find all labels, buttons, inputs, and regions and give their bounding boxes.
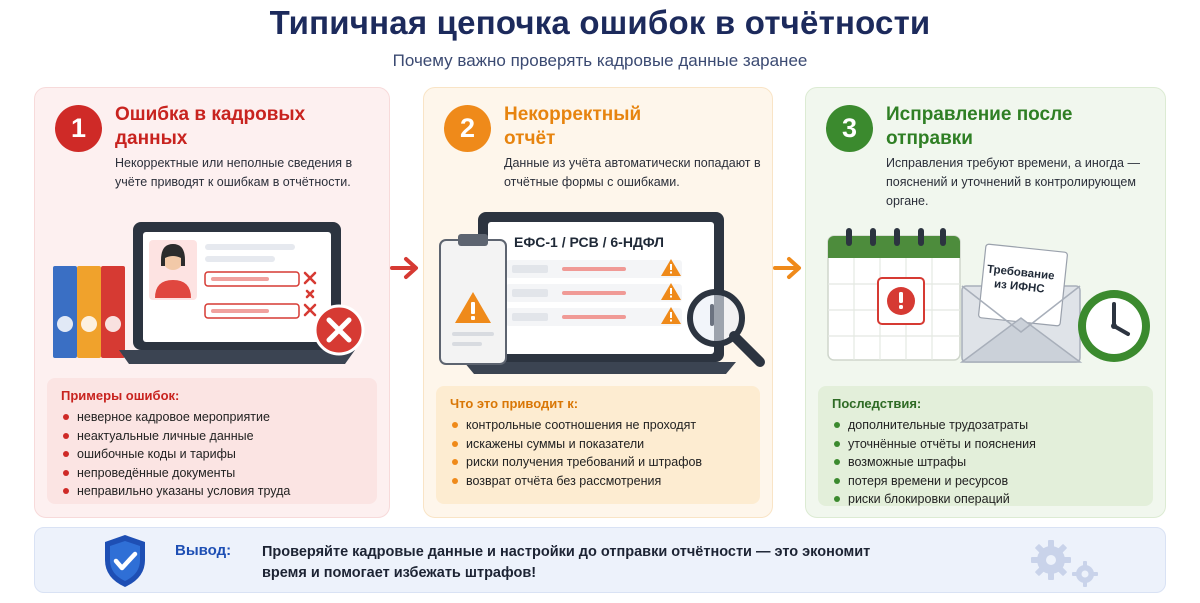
list-item: риски блокировки операций — [832, 490, 1139, 509]
list-item: неактуальные личные данные — [61, 427, 363, 446]
binders-icon — [53, 266, 125, 358]
list-item: ошибочные коды и тарифы — [61, 445, 363, 464]
hr-data-error-illustration — [53, 222, 365, 364]
step-title-1: Ошибка в кадровых данных — [115, 104, 306, 149]
list-item: возврат отчёта без рассмотрения — [450, 472, 746, 491]
conclusion-text: Проверяйте кадровые данные и настройки д… — [262, 544, 871, 581]
error-x-icon — [313, 304, 365, 356]
step-title-2: Некорректный отчёт — [504, 104, 642, 149]
consequences-box: Что это приводит к: контрольные соотноше… — [436, 386, 760, 504]
list-title-1: Примеры ошибок: — [61, 388, 180, 403]
calendar-icon — [827, 228, 961, 361]
arrow-right-icon — [773, 257, 801, 279]
incorrect-report-illustration — [439, 212, 765, 374]
list-item: уточнённые отчёты и пояснения — [832, 435, 1139, 454]
error-examples-box: Примеры ошибок: неверное кадровое меропр… — [47, 378, 377, 504]
step-card-1: 1 Ошибка в кадровых данных Некорректные … — [34, 87, 390, 518]
report-rows — [506, 260, 682, 326]
report-form-label: ЕФС-1 / РСВ / 6-НДФЛ — [514, 234, 664, 250]
step-description-1: Некорректные или неполные сведения в учё… — [115, 156, 353, 189]
magnifier-icon — [687, 289, 765, 367]
list-item: дополнительные трудозатраты — [832, 416, 1139, 435]
warning-triangle-icon — [661, 259, 681, 324]
list-item: непроведённые документы — [61, 464, 363, 483]
list-item: контрольные соотношения не проходят — [450, 416, 746, 435]
list-item: неправильно указаны условия труда — [61, 482, 363, 501]
shield-check-icon — [105, 535, 145, 587]
small-error-marks-icon — [303, 271, 317, 317]
clock-icon — [1078, 290, 1150, 362]
employee-avatar-icon — [149, 240, 197, 300]
step-description-3: Исправления требуют времени, а иногда — … — [886, 156, 1140, 208]
step-number-3: 3 — [826, 105, 873, 152]
list-item: потеря времени и ресурсов — [832, 472, 1139, 491]
list-item: риски получения требований и штрафов — [450, 453, 746, 472]
envelope-icon — [959, 243, 1083, 363]
clipboard-icon — [439, 234, 507, 365]
step-description-2: Данные из учёта автоматически попадают в… — [504, 156, 761, 189]
correction-illustration — [827, 228, 1150, 363]
list-item: возможные штрафы — [832, 453, 1139, 472]
arrow-right-icon — [390, 257, 418, 279]
page-title: Типичная цепочка ошибок в отчётности — [269, 4, 931, 41]
gears-icon — [1031, 540, 1098, 587]
step-number-1: 1 — [55, 105, 102, 152]
conclusion-label: Вывод: — [175, 542, 232, 559]
list-title-2: Что это приводит к: — [450, 396, 579, 411]
step-number-2: 2 — [444, 105, 491, 152]
step-card-3: 3 Исправление после отправки Исправления… — [805, 87, 1166, 518]
aftermath-box: Последствия: дополнительные трудозатраты… — [818, 386, 1153, 506]
step-card-2: 2 Некорректный отчёт Данные из учёта авт… — [423, 87, 773, 518]
list-item: искажены суммы и показатели — [450, 435, 746, 454]
conclusion-banner: Вывод: Проверяйте кадровые данные и наст… — [34, 527, 1166, 593]
list-title-3: Последствия: — [832, 396, 922, 411]
step-title-3: Исправление после отправки — [886, 104, 1073, 149]
list-item: неверное кадровое мероприятие — [61, 408, 363, 427]
page-subtitle: Почему важно проверять кадровые данные з… — [392, 51, 808, 70]
